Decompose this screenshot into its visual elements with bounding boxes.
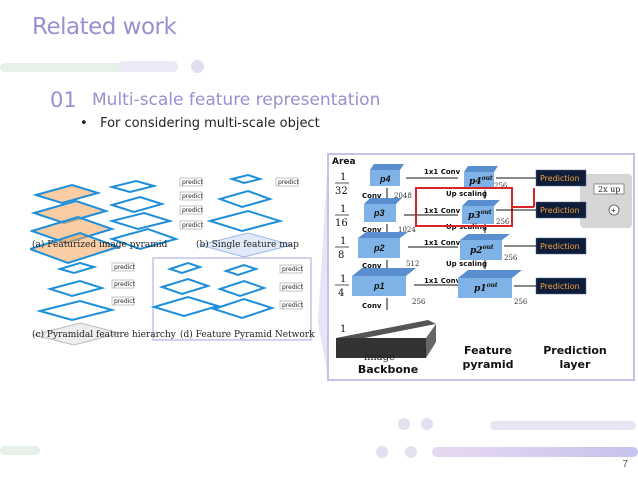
fpn-figure: 2x up + Area 1 32 1 16 1 8 1 4 1 p4 p3 p2 p1… (318, 152, 636, 382)
backbone-channel: 512 (406, 260, 419, 268)
prediction-boxes (535, 169, 587, 295)
backbone-channel: 2048 (394, 192, 412, 200)
backbone-label: Backbone (358, 363, 418, 376)
pyramid-channel: 256 (514, 298, 528, 306)
caption-b: (b) Single feature map (196, 240, 299, 250)
deco-dot (405, 446, 417, 458)
pyramid-variants-diagram: predict predict predict predict predict … (26, 173, 312, 346)
backbone-node-p4: p4 (379, 174, 391, 184)
title-dot (191, 60, 204, 73)
svg-text:1: 1 (340, 324, 346, 335)
svg-text:4: 4 (338, 288, 344, 299)
panel-c-diagram: predict predict predict (33, 261, 136, 346)
svg-text:32: 32 (335, 186, 348, 197)
pyramid-node-p2: p2out (470, 244, 494, 256)
deco-bar (0, 446, 40, 455)
bullet-text: For considering multi-scale object (100, 116, 320, 131)
predict-label: predict (182, 207, 204, 214)
pyramid-node-p1: p1out (474, 282, 498, 294)
caption-d: (d) Feature Pyramid Network (180, 330, 315, 340)
svg-text:1: 1 (340, 274, 346, 285)
title-accent-bar (118, 61, 178, 72)
backbone-node-p1: p1 (373, 281, 385, 291)
predict-label: predict (182, 193, 204, 200)
prediction-label: Prediction (540, 282, 580, 291)
upsample-block (580, 174, 632, 228)
page-number: 7 (622, 459, 628, 470)
pyramid-channel: 256 (494, 182, 508, 190)
backbone-node-p3: p3 (373, 208, 385, 218)
feature-pyramid-label-line1: Feature (464, 344, 512, 357)
conv-label: Conv (362, 192, 382, 200)
title-underline (0, 63, 170, 72)
pyramid-channel: 256 (496, 218, 510, 226)
predict-label: predict (278, 179, 300, 186)
prediction-layer-label-line2: layer (560, 358, 591, 371)
predict-label: predict (282, 302, 304, 309)
svg-text:1: 1 (340, 204, 346, 215)
prediction-label: Prediction (540, 206, 580, 215)
svg-text:1: 1 (340, 236, 346, 247)
slide-title: Related work (32, 14, 177, 40)
feature-pyramid-label-line2: pyramid (463, 358, 514, 371)
panel-a-predict-labels: predict predict predict predict (179, 177, 204, 230)
upscaling-label: Up scaling (446, 260, 487, 268)
conv1x1-label: 1x1 Conv (424, 239, 461, 247)
deco-dot (376, 446, 388, 458)
conv-label: Conv (362, 262, 382, 270)
image-channels: 3 (422, 348, 426, 356)
panel-b-diagram: predict (198, 173, 300, 258)
pyramid-variants-figure: predict predict predict predict predict … (26, 165, 312, 346)
caption-c: (c) Pyramidal feature hierarchy (32, 330, 176, 340)
upscaling-label: Up scaling (446, 190, 487, 198)
predict-label: predict (114, 264, 136, 271)
conv-label: Conv (362, 302, 382, 310)
panel-d-diagram: predict predict predict (150, 257, 312, 341)
predict-label: predict (182, 222, 204, 229)
pyramid-node-p3: p3out (468, 209, 492, 221)
conv1x1-label: 1x1 Conv (424, 168, 461, 176)
backbone-node-p2: p2 (373, 243, 385, 253)
section-number: 01 (50, 88, 77, 112)
predict-label: predict (114, 281, 136, 288)
svg-text:1: 1 (340, 172, 346, 183)
backbone-nodes: p4 p3 p2 p1 (352, 164, 416, 296)
panel-a-diagram (26, 179, 180, 265)
svg-text:+: + (611, 206, 616, 215)
section-title: Multi-scale feature representation (92, 90, 381, 110)
pyramid-channel: 256 (504, 254, 518, 262)
area-label: Area (332, 157, 356, 167)
prediction-label: Prediction (540, 242, 580, 251)
deco-dot (398, 418, 410, 430)
caption-a: (a) Featurized image pyramid (32, 240, 168, 250)
conv-label: Conv (362, 226, 382, 234)
svg-text:16: 16 (335, 218, 348, 229)
predict-label: predict (182, 179, 204, 186)
fpn-diagram: 2x up + Area 1 32 1 16 1 8 1 4 1 p4 p3 p2 p1… (318, 153, 635, 381)
input-image-block (336, 320, 436, 358)
upsample-label: 2x up (598, 185, 620, 194)
area-fractions: 1 32 1 16 1 8 1 4 1 (335, 172, 349, 335)
image-label: image (364, 352, 395, 363)
deco-bar-gradient (432, 447, 638, 457)
deco-dot (421, 418, 433, 430)
conv1x1-label: 1x1 Conv (424, 207, 461, 215)
predict-label: predict (114, 298, 136, 305)
predict-label: predict (282, 266, 304, 273)
conv1x1-label: 1x1 Conv (424, 277, 461, 285)
backbone-channel: 256 (412, 298, 426, 306)
pyramid-nodes (458, 166, 522, 298)
backbone-channel: 1024 (398, 226, 416, 234)
bullet-item: • For considering multi-scale object (80, 116, 320, 131)
predict-label: predict (282, 284, 304, 291)
prediction-layer-label-line1: Prediction (543, 344, 607, 357)
prediction-label: Prediction (540, 174, 580, 183)
callout-wedge (318, 156, 328, 378)
svg-text:8: 8 (338, 250, 344, 261)
pyramid-node-p4: p4out (469, 175, 493, 187)
deco-bar (490, 421, 636, 430)
